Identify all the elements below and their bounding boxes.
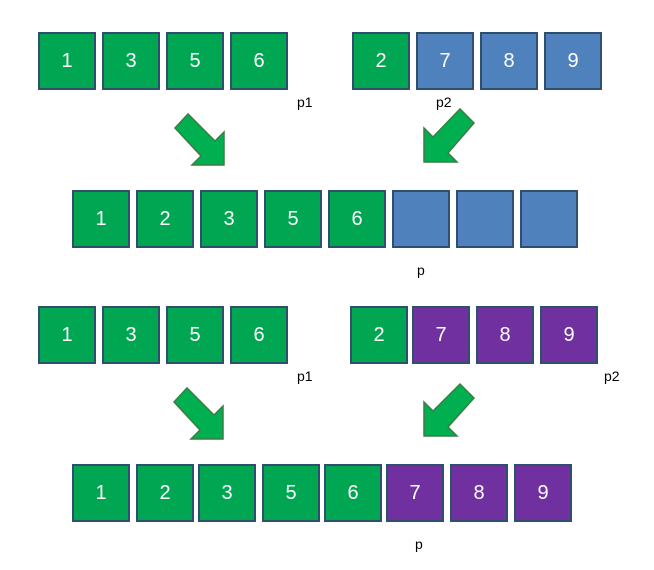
top-left-cell: 3: [102, 32, 160, 90]
pointer-label-p2: p2: [436, 94, 452, 110]
top-merged-cell: 2: [136, 190, 194, 248]
bottom-merged-cell: 1: [72, 464, 130, 522]
top-left-cell: 6: [230, 32, 288, 90]
bottom-left-cell: 3: [102, 306, 160, 364]
bottom-merged-cell: 6: [324, 464, 382, 522]
top-merged-cell: 5: [264, 190, 322, 248]
top-merged-cell: 1: [72, 190, 130, 248]
bottom-merged-cell: 8: [450, 464, 508, 522]
top-merged-cell: [456, 190, 514, 248]
top-left-cell: 1: [38, 32, 96, 90]
top-right-cell: 7: [416, 32, 474, 90]
top-merged-cell: [520, 190, 578, 248]
pointer-label-p2: p2: [604, 368, 620, 384]
bottom-right-cell: 9: [540, 306, 598, 364]
top-right-cell: 8: [480, 32, 538, 90]
top-merged-cell: 6: [328, 190, 386, 248]
top-left-cell: 5: [166, 32, 224, 90]
top-merged-cell: [392, 190, 450, 248]
bottom-merged-cell: 2: [136, 464, 194, 522]
down-right-arrow-icon: [173, 112, 225, 166]
top-right-cell: 9: [544, 32, 602, 90]
bottom-right-cell: 2: [350, 306, 408, 364]
down-left-arrow-icon: [423, 107, 476, 163]
down-right-arrow-icon: [172, 386, 224, 440]
bottom-right-cell: 7: [412, 306, 470, 364]
top-merged-cell: 3: [200, 190, 258, 248]
bottom-merged-cell: 9: [514, 464, 572, 522]
bottom-merged-cell: 7: [386, 464, 444, 522]
pointer-label-p: p: [415, 536, 423, 552]
pointer-label-p1: p1: [297, 94, 313, 110]
bottom-right-cell: 8: [476, 306, 534, 364]
bottom-merged-cell: 5: [262, 464, 320, 522]
bottom-left-cell: 5: [166, 306, 224, 364]
pointer-label-p: p: [417, 262, 425, 278]
pointer-label-p1: p1: [297, 368, 313, 384]
bottom-merged-cell: 3: [198, 464, 256, 522]
down-left-arrow-icon: [423, 382, 476, 437]
bottom-left-cell: 1: [38, 306, 96, 364]
bottom-left-cell: 6: [230, 306, 288, 364]
top-right-cell: 2: [352, 32, 410, 90]
